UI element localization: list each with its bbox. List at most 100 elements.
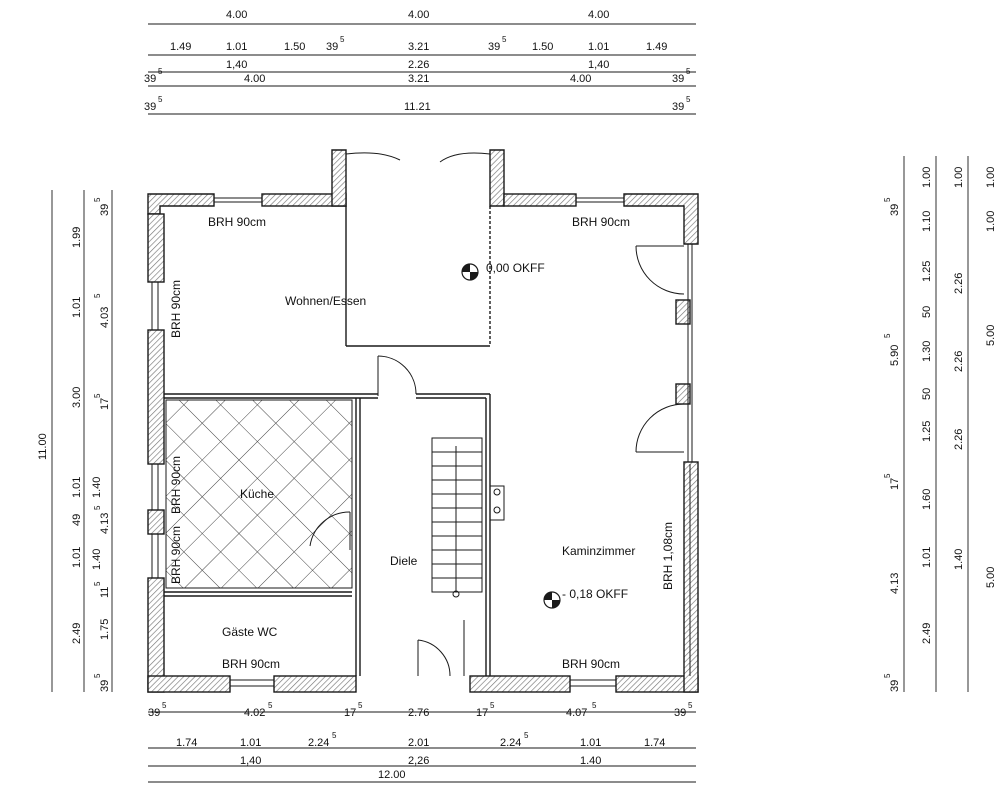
dim-top-r2-10: 1.01	[588, 41, 609, 53]
dim-left-c3-9: 11	[99, 587, 111, 598]
dim-left-c3-4: 5	[93, 393, 102, 398]
brh-bottom-right: BRH 90cm	[562, 657, 620, 671]
dimension-lines	[51, 23, 969, 783]
dim-right-d-3: 5.00	[985, 325, 997, 346]
brh-top-left: BRH 90cm	[208, 215, 266, 229]
dim-right-a-2: 5	[883, 197, 892, 202]
room-label-gaeste-wc: Gäste WC	[222, 625, 278, 639]
dim-top-r2-7: 39	[488, 41, 500, 53]
dim-left-c3-13: 5	[93, 197, 102, 202]
dim-top-r5-2: 5	[158, 95, 163, 104]
dim-left-c2-1: 1.99	[71, 227, 83, 248]
dim-right-c-1: 1.00	[953, 167, 965, 188]
room-label-kaminzimmer: Kaminzimmer	[562, 544, 635, 558]
dim-left-c3-3: 17	[99, 398, 111, 410]
left-wall-upper	[147, 213, 165, 283]
left-wall-mid	[147, 329, 165, 465]
dim-left-c3-8: 1.40	[91, 549, 103, 570]
dim-top-r2-4: 39	[326, 41, 338, 53]
dim-top-r2-6: 3.21	[408, 41, 429, 53]
dim-bot-r2-4: 5	[332, 731, 337, 740]
dim-bot-r1-2: 5	[162, 701, 167, 710]
dim-left-c3-11: 1.75	[99, 619, 111, 640]
brh-bottom-left: BRH 90cm	[222, 657, 280, 671]
brh-right: BRH 1,08cm	[661, 522, 675, 590]
dim-top-r4-7: 5	[686, 67, 691, 76]
dim-bot-r3-2: 2,26	[408, 755, 429, 767]
dim-bot-r2-2: 1.01	[240, 737, 261, 749]
level-marker-kamin	[543, 591, 561, 609]
top-wall-notch-right	[489, 149, 505, 207]
dim-bot-r2-3: 2.24	[308, 737, 329, 749]
dim-top-r5-1: 39	[144, 101, 156, 113]
staircase	[431, 437, 505, 598]
dim-top-r3-2: 2.26	[408, 59, 429, 71]
dim-left-c3-5: 1.40	[91, 477, 103, 498]
dim-right-a-1: 39	[889, 204, 901, 216]
top-wall-left	[147, 193, 215, 215]
dim-top-r2-11: 1.49	[646, 41, 667, 53]
dim-left-c2-7: 2.49	[71, 623, 83, 644]
dim-bot-r1-11: 5	[592, 701, 597, 710]
dim-top-r1-2: 4.00	[408, 9, 429, 21]
dim-top-r4-2: 5	[158, 67, 163, 76]
dim-top-r2-2: 1.01	[226, 41, 247, 53]
dim-left-c2-2: 1.01	[71, 297, 83, 318]
dim-left-c3-15: 5	[93, 673, 102, 678]
door-swings	[309, 152, 685, 677]
kitchen-tile-floor	[165, 399, 353, 589]
dim-left-outer: 11.00	[37, 433, 49, 460]
left-wall-lower	[147, 577, 165, 693]
dim-top-r4-4: 3.21	[408, 73, 429, 85]
dim-bot-r4: 12.00	[378, 769, 406, 781]
dim-right-b-1: 1.00	[921, 167, 933, 188]
dim-bot-r1-8: 17	[476, 707, 488, 719]
bottom-wall-mid-right	[469, 675, 571, 693]
dim-bot-r1-13: 5	[688, 701, 693, 710]
dim-right-b-5: 1.30	[921, 341, 933, 362]
dim-bot-r2-7: 5	[524, 731, 529, 740]
dim-bot-r2-1: 1.74	[176, 737, 197, 749]
dim-top-r2-1: 1.49	[170, 41, 191, 53]
dim-top-r2-5: 5	[340, 35, 345, 44]
left-wall-pier	[147, 509, 165, 535]
top-wall-right	[623, 193, 699, 245]
dim-right-b-2: 1.10	[921, 211, 933, 232]
dim-right-c-3: 2.26	[953, 351, 965, 372]
level-marker-main	[461, 263, 479, 281]
dim-bot-r1-6: 5	[358, 701, 363, 710]
dim-right-a-7: 4.13	[889, 573, 901, 594]
dim-top-r4-6: 39	[672, 73, 684, 85]
dim-bot-r1-1: 39	[148, 707, 160, 719]
interior-walls	[164, 206, 491, 676]
bottom-wall-left	[147, 675, 231, 693]
dim-left-c2-6: 1.01	[71, 547, 83, 568]
room-label-kueche: Küche	[240, 487, 274, 501]
dim-right-c-2: 2.26	[953, 273, 965, 294]
dim-top-r5-3: 11.21	[404, 101, 431, 113]
bottom-wall-mid-left	[273, 675, 357, 693]
dim-left-c2-5: 49	[71, 514, 83, 526]
dim-top-r5-4: 39	[672, 101, 684, 113]
dim-left-c3-1: 4.03	[99, 307, 111, 328]
brh-top-right: BRH 90cm	[572, 215, 630, 229]
dim-right-b-4: 50	[921, 306, 933, 318]
dim-right-a-6: 5	[883, 473, 892, 478]
dim-bot-r3-1: 1,40	[240, 755, 261, 767]
dim-bot-r1-3: 4.02	[244, 707, 265, 719]
dim-right-d-1: 1.00	[985, 167, 997, 188]
dim-left-c3-7: 5	[93, 505, 102, 510]
dim-left-c3-10: 5	[93, 581, 102, 586]
dim-top-r1-1: 4.00	[226, 9, 247, 21]
top-wall-notch-left	[331, 149, 347, 207]
brh-left-kitchen: BRH 90cm	[169, 456, 183, 514]
right-wall-lower	[683, 461, 699, 693]
level-label-kamin: - 0,18 OKFF	[562, 587, 628, 601]
dim-right-a-9: 5	[883, 673, 892, 678]
dim-left-c2-3: 3.00	[71, 387, 83, 408]
dim-top-r3-1: 1,40	[226, 59, 247, 71]
dim-right-b-6: 50	[921, 388, 933, 400]
dim-left-c3-14: 39	[99, 680, 111, 692]
dim-right-d-4: 5.00	[985, 567, 997, 588]
dim-bot-r1-7: 2.76	[408, 707, 429, 719]
